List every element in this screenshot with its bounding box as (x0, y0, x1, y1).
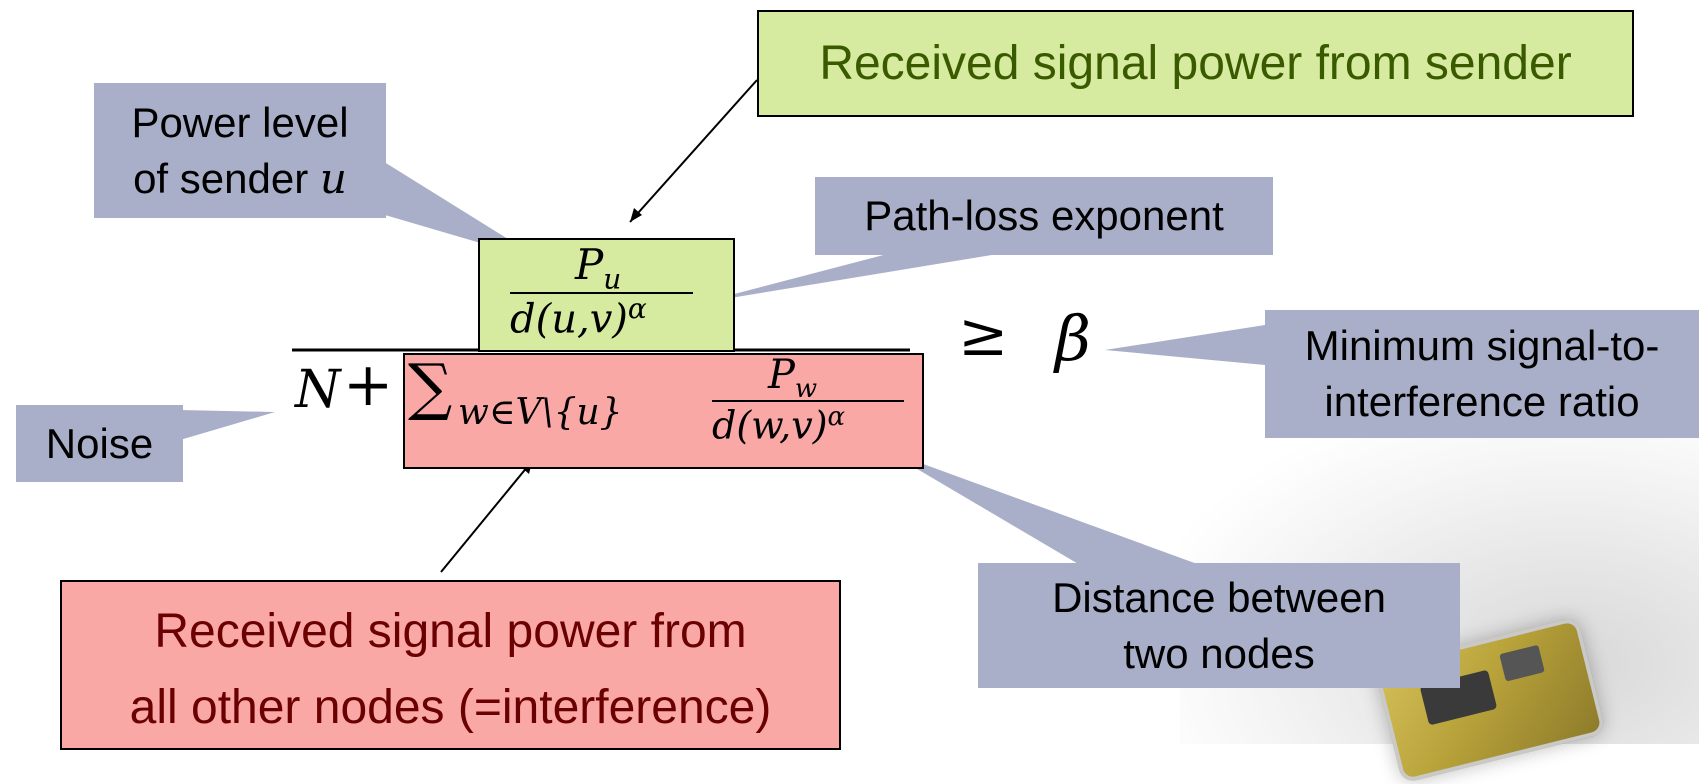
label-received-others-line2: all other nodes (=interference) (62, 670, 839, 746)
callout-min-sir-line2: interference ratio (1324, 374, 1639, 430)
path-loss-pointer (700, 252, 1010, 303)
sum-symbol: ∑ (408, 350, 452, 423)
label-received-others-line1: Received signal power from (62, 594, 839, 670)
distance-pointer (885, 450, 1200, 565)
min-sir-pointer (1105, 325, 1265, 365)
callout-power-level-line2: of sender u (133, 151, 347, 207)
numerator-power: Pu (575, 240, 621, 295)
label-received-sender-text: Received signal power from sender (819, 36, 1571, 91)
label-received-sender: Received signal power from sender (757, 10, 1634, 117)
arrow-sender-line (630, 80, 757, 222)
callout-power-level: Power level of sender u (94, 83, 386, 218)
sum-subscript: w∈V\{u} (458, 392, 623, 433)
callout-min-sir-line1: Minimum signal-to- (1305, 318, 1660, 374)
geq-symbol: ≥ (958, 300, 1008, 370)
noise-pointer (180, 410, 275, 440)
sum-term-power: Pw (768, 352, 817, 404)
callout-noise-label: Noise (46, 416, 153, 472)
callout-min-sir: Minimum signal-to- interference ratio (1265, 310, 1699, 438)
numerator-distance: d(u,v)α (510, 292, 647, 342)
sum-term-distance: d(w,v)α (712, 402, 845, 448)
arrow-interference-line (441, 466, 528, 572)
callout-distance-line2: two nodes (1123, 626, 1314, 682)
callout-distance: Distance between two nodes (978, 563, 1460, 688)
noise-symbol: N (295, 360, 341, 420)
callout-noise: Noise (16, 405, 183, 482)
callout-path-loss-label: Path-loss exponent (864, 188, 1224, 244)
callout-distance-line1: Distance between (1052, 570, 1386, 626)
callout-power-level-line1: Power level (131, 95, 348, 151)
plus-symbol: + (343, 350, 393, 420)
beta-symbol: β (1055, 302, 1091, 375)
label-received-others: Received signal power from all other nod… (60, 580, 841, 750)
callout-path-loss: Path-loss exponent (815, 177, 1273, 255)
